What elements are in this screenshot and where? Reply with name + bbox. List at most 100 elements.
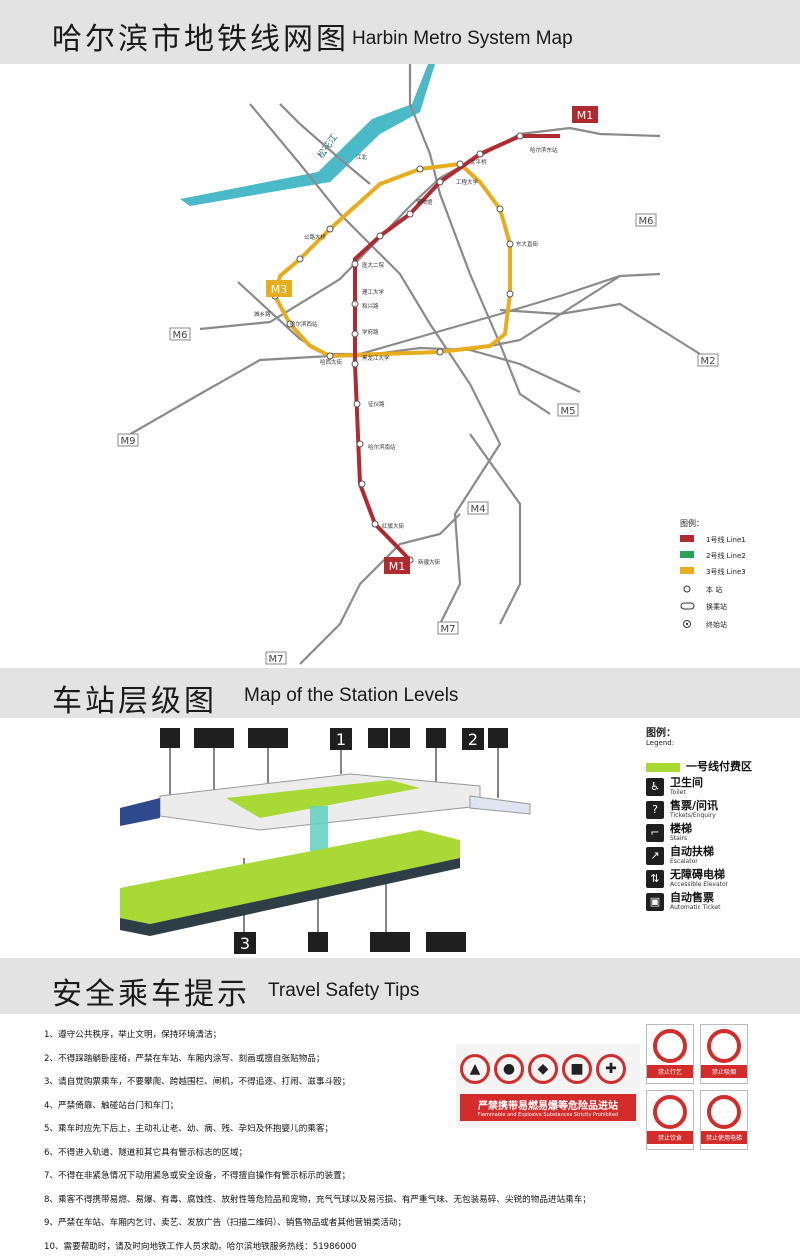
svg-text:M6: M6 — [639, 216, 654, 227]
line-badge-m7-mid: M7 — [438, 622, 458, 635]
tip-item: 8、乘客不得携带易燃、易爆、有毒、腐蚀性、放射性等危险品和宠物，充气气球以及易污… — [44, 1189, 464, 1213]
prohibit-flammable-icon: ▲ — [460, 1054, 490, 1084]
station-xinjiang: 新疆大街 — [418, 558, 441, 566]
line-badge-m1-top: M1 — [572, 106, 598, 123]
station-levels-title-zh: 车站层级图 — [52, 676, 217, 720]
stairs-icon: ⌐ — [646, 824, 664, 842]
legend-paid-area: 一号线付费区 — [646, 761, 796, 773]
station-ligong: 理工大学 — [362, 288, 385, 296]
map-legend: 图例： 1号线 Line1 2号线 Line2 3号线 Line3 本 站 换乘… — [680, 518, 746, 629]
station-legend-title: 图例： — [646, 724, 796, 739]
safety-title-zh: 安全乘车提示 — [52, 969, 250, 1013]
svg-text:1: 1 — [336, 730, 346, 749]
station-chengxiang: 城乡路 — [254, 310, 271, 318]
station-harbin-south: 哈尔滨南站 — [368, 443, 396, 451]
line-badge-m6-right: M6 — [636, 214, 656, 227]
station-harbin-west: 哈尔滨西站 — [290, 320, 318, 328]
hazard-panel: ▲ ● ◆ ■ ✚ 严禁携带易燃易爆等危险品进站 Flammable and E… — [456, 1044, 640, 1128]
sign-no-elevator: 禁止使用电梯 — [700, 1090, 748, 1150]
sign-no-food: 禁止饮食 — [646, 1090, 694, 1150]
hazard-banner-zh: 严禁携带易燃易爆等危险品进站 — [460, 1097, 636, 1112]
safety-title-en: Travel Safety Tips — [268, 980, 419, 1002]
safety-tips-list: 1、遵守公共秩序，举止文明，保持环境清洁； 2、不得踩踏躺卧座椅，严禁在车站、车… — [44, 1024, 464, 1259]
station-xuefu: 学府路 — [362, 328, 379, 336]
bottom-icon-row — [308, 932, 466, 952]
hazard-icons-row: ▲ ● ◆ ■ ✚ — [456, 1044, 640, 1088]
legend-station: 本 站 — [706, 585, 722, 594]
hazard-banner-en: Flammable and Explosive Substances Stric… — [460, 1112, 636, 1118]
escalator-icon: ↗ — [646, 847, 664, 865]
songhua-river — [180, 64, 435, 206]
prohibition-signs: 禁止行乞 禁止吸烟 禁止饮食 禁止使用电梯 — [646, 1024, 756, 1154]
tip-item: 3、请自觉购票乘车，不要攀爬、跨越围栏、闸机，不得追逐、打闹、滋事斗殴； — [44, 1071, 464, 1095]
safety-tips-header: 安全乘车提示 Travel Safety Tips — [0, 958, 800, 1014]
station-levels-header: 车站层级图 Map of the Station Levels — [0, 668, 800, 718]
ticket-enquiry-icon: ? — [646, 801, 664, 819]
line-badge-m5: M5 — [558, 404, 578, 417]
svg-text:M1: M1 — [577, 109, 594, 122]
station-level-diagram: 1 2 3 — [0, 718, 640, 958]
station-heida: 黑龙江大学 — [362, 354, 390, 362]
station-taiping: 太平桥 — [470, 158, 487, 166]
tip-item: 5、乘车时应先下后上，主动礼让老、幼、病、残、孕妇及怀抱婴儿的乘客； — [44, 1118, 464, 1142]
metro-map-header: 哈尔滨市地铁线网图 Harbin Metro System Map — [0, 0, 800, 64]
station-hongqi: 红旗大街 — [382, 522, 405, 530]
legend-line1: 1号线 Line1 — [706, 535, 746, 544]
station-boxwu: 博物馆 — [416, 198, 433, 206]
line-badge-m7-bottom: M7 — [266, 652, 286, 665]
prohibit-weapon-icon: ✚ — [596, 1054, 626, 1084]
line-badge-m9: M9 — [118, 434, 138, 447]
callout-1: 1 — [330, 728, 352, 750]
svg-text:M5: M5 — [561, 406, 576, 417]
line-badge-m4: M4 — [468, 502, 488, 515]
legend-line3: 3号线 Line3 — [706, 567, 746, 576]
no-elevator-icon — [707, 1095, 741, 1129]
svg-text:3: 3 — [240, 934, 250, 953]
svg-text:M4: M4 — [471, 504, 486, 515]
right-wing — [470, 796, 530, 814]
line-badge-m2: M2 — [698, 354, 718, 367]
paid-area-swatch — [646, 763, 680, 772]
station-legend-title-en: Legend: — [646, 739, 796, 747]
station-yingbin: 征仪路 — [368, 400, 385, 408]
no-smoking-icon — [707, 1029, 741, 1063]
station-gonglu: 公路大桥 — [304, 233, 327, 241]
svg-text:M6: M6 — [173, 330, 188, 341]
station-levels-title-en: Map of the Station Levels — [244, 685, 458, 707]
map-legend-title: 图例： — [680, 518, 704, 528]
tip-item: 7、不得在非紧急情况下动用紧急或安全设备，不得擅自操作有警示标示的装置； — [44, 1165, 464, 1189]
line-badge-m1-bottom: M1 — [384, 557, 410, 574]
tip-item: 2、不得踩踏躺卧座椅，严禁在车站、车厢内涂写、刻画或擅自张贴物品； — [44, 1048, 464, 1072]
tip-item: 1、遵守公共秩序，举止文明，保持环境清洁； — [44, 1024, 464, 1048]
tip-item: 10、需要帮助时，请及时向地铁工作人员求助。哈尔滨地铁服务热线：51986000 — [44, 1236, 464, 1259]
station-jiangbei: 江北 — [356, 153, 368, 161]
station-gongda: 工程大学 — [456, 178, 479, 186]
prohibit-gas-icon: ◆ — [528, 1054, 558, 1084]
tip-item: 4、严禁倚靠、触碰站台门和车门； — [44, 1095, 464, 1119]
elevator-icon: ⇅ — [646, 870, 664, 888]
svg-text:M7: M7 — [269, 654, 284, 665]
legend-transfer: 换乘站 — [706, 602, 727, 611]
station-dongda: 东大直街 — [516, 240, 539, 248]
hazard-banner: 严禁携带易燃易爆等危险品进站 Flammable and Explosive S… — [460, 1094, 636, 1121]
metro-system-map: 松花江 太平桥 博物馆 工程大学 和兴路 医大二院 学府路 黑 — [0, 64, 800, 668]
station-harbin-east: 哈尔滨东站 — [530, 146, 558, 154]
legend-terminal: 终始站 — [706, 620, 727, 629]
line-badge-m6-left: M6 — [170, 328, 190, 341]
no-begging-icon — [653, 1029, 687, 1063]
tip-item: 9、严禁在车站、车厢内乞讨、卖艺、发放广告（扫描二维码）、销售物品或者其他营销类… — [44, 1212, 464, 1236]
metro-map-title-zh: 哈尔滨市地铁线网图 — [52, 14, 349, 58]
sign-no-begging: 禁止行乞 — [646, 1024, 694, 1084]
ticket-machine-icon: ▣ — [646, 893, 664, 911]
station-hexing: 和兴路 — [362, 302, 379, 310]
callout-3: 3 — [234, 932, 256, 954]
svg-text:M7: M7 — [441, 624, 456, 635]
toilet-icon: ♿ — [646, 778, 664, 796]
tip-item: 6、不得进入轨道、隧道和其它具有警示标志的区域； — [44, 1142, 464, 1166]
callout-2: 2 — [462, 728, 484, 750]
sign-no-smoking: 禁止吸烟 — [700, 1024, 748, 1084]
